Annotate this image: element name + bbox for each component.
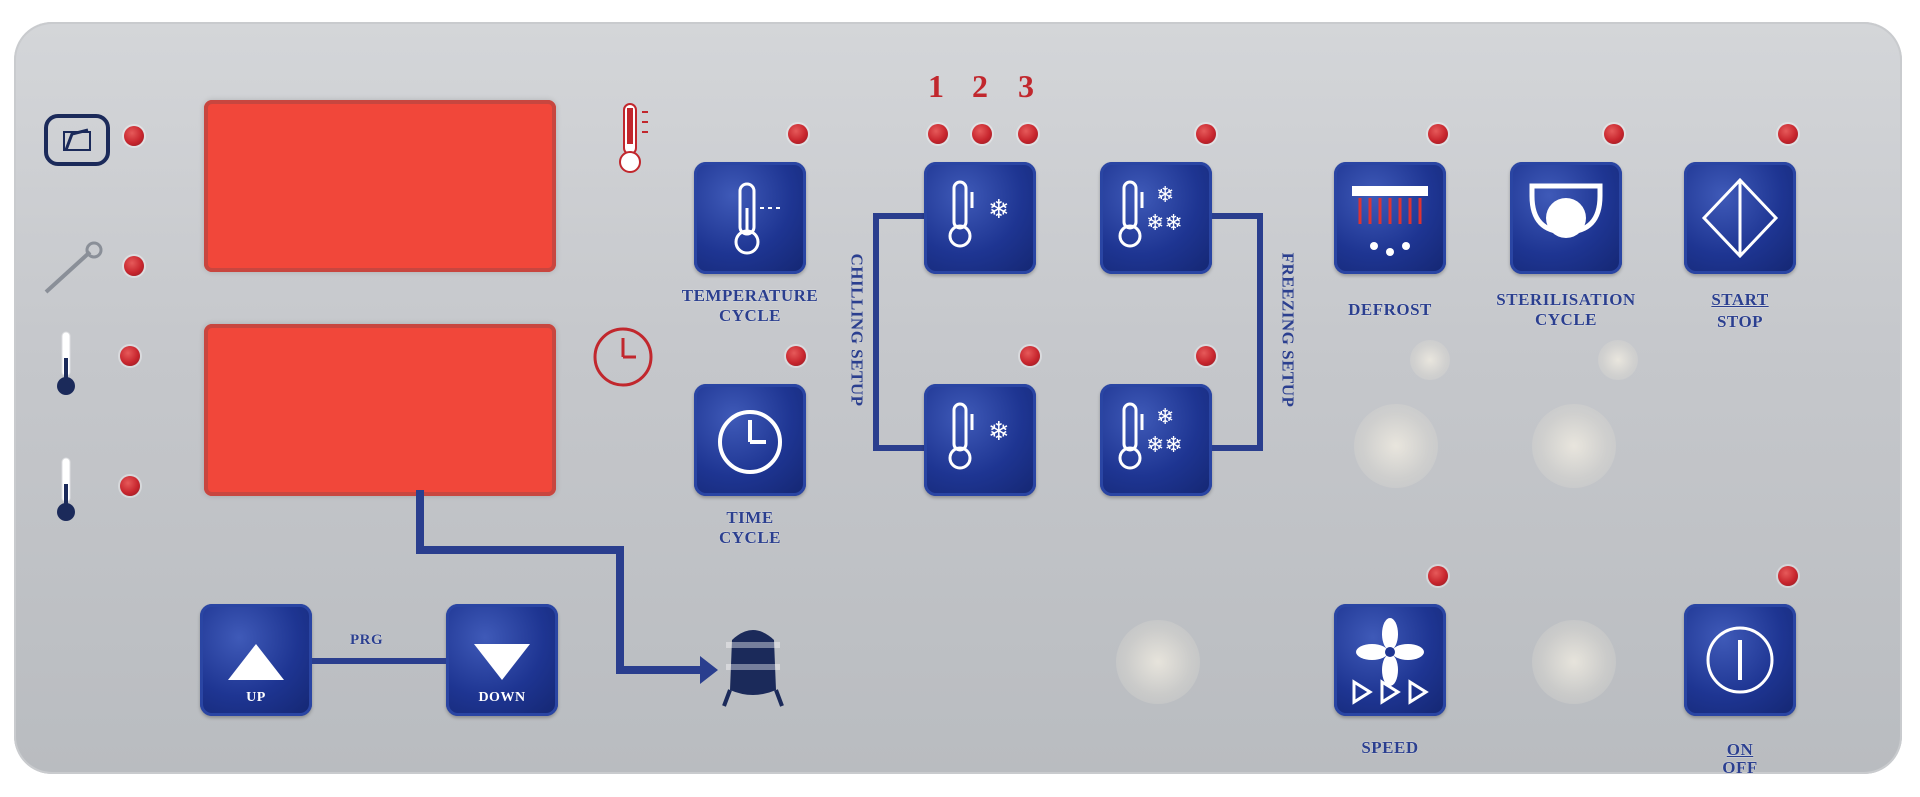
chill-hard-button[interactable]: ❄ bbox=[924, 162, 1036, 274]
freeze-soft-button[interactable]: ❄❄❄ bbox=[1100, 384, 1212, 496]
temperature-cycle-label: TEMPERATURE CYCLE bbox=[681, 286, 819, 325]
defrost-button[interactable] bbox=[1334, 162, 1446, 274]
ghost-circle bbox=[1598, 340, 1638, 380]
down-button[interactable]: DOWN bbox=[446, 604, 558, 716]
thermometer-icon bbox=[54, 456, 78, 526]
svg-text:❄: ❄ bbox=[988, 417, 1010, 447]
prg-label: PRG bbox=[350, 632, 384, 648]
thermometer-icon bbox=[54, 330, 78, 400]
on-off-led bbox=[1778, 566, 1798, 586]
start-stop-led bbox=[1778, 124, 1798, 144]
speed-label: SPEED bbox=[1361, 738, 1419, 757]
chill-soft-button[interactable]: ❄ bbox=[924, 384, 1036, 496]
defrost-led bbox=[1428, 124, 1448, 144]
off-label: OFF bbox=[1722, 758, 1758, 777]
display-connector-line bbox=[416, 490, 718, 684]
svg-text:❄: ❄ bbox=[988, 195, 1010, 225]
down-button-label: DOWN bbox=[478, 690, 526, 705]
freezing-bracket bbox=[1212, 213, 1263, 451]
display-mode-icon bbox=[42, 112, 112, 168]
time-cycle-button[interactable] bbox=[694, 384, 806, 496]
up-button-label: UP bbox=[246, 690, 266, 705]
probe-led bbox=[124, 256, 144, 276]
up-button[interactable]: UP bbox=[200, 604, 312, 716]
chill-soft-led bbox=[1020, 346, 1040, 366]
svg-text:❄❄: ❄❄ bbox=[1146, 211, 1183, 236]
svg-text:❄: ❄ bbox=[1156, 405, 1174, 430]
ghost-circle bbox=[1532, 404, 1616, 488]
time-cycle-led bbox=[786, 346, 806, 366]
freeze-soft-led bbox=[1196, 346, 1216, 366]
ghost-circle bbox=[1116, 620, 1200, 704]
chill-led-2 bbox=[972, 124, 992, 144]
sterilisation-led bbox=[1604, 124, 1624, 144]
svg-text:❄: ❄ bbox=[1156, 183, 1174, 208]
freeze-hard-button[interactable]: ❄❄❄ bbox=[1100, 162, 1212, 274]
clock-icon bbox=[588, 322, 658, 392]
ghost-circle bbox=[1532, 620, 1616, 704]
svg-text:❄❄: ❄❄ bbox=[1146, 433, 1183, 458]
on-off-button[interactable] bbox=[1684, 604, 1796, 716]
sterilisation-button[interactable] bbox=[1510, 162, 1622, 274]
speed-button[interactable] bbox=[1334, 604, 1446, 716]
display-mode-led bbox=[124, 126, 144, 146]
chill-led-3 bbox=[1018, 124, 1038, 144]
defrost-label: DEFROST bbox=[1348, 300, 1432, 319]
on-label: ON bbox=[1726, 740, 1754, 759]
stop-label: STOP bbox=[1716, 312, 1764, 331]
lower-display bbox=[204, 324, 556, 496]
thermo-led-1 bbox=[120, 346, 140, 366]
compressor-icon bbox=[718, 620, 788, 708]
temperature-cycle-button[interactable] bbox=[694, 162, 806, 274]
prg-connector-line bbox=[312, 658, 446, 664]
ghost-circle bbox=[1410, 340, 1450, 380]
time-cycle-label: TIME CYCLE bbox=[718, 508, 781, 547]
start-stop-button[interactable] bbox=[1684, 162, 1796, 274]
chill-led-1 bbox=[928, 124, 948, 144]
chilling-bracket bbox=[873, 213, 924, 451]
start-label: START bbox=[1711, 290, 1769, 309]
upper-display bbox=[204, 100, 556, 272]
probe-icon bbox=[40, 238, 112, 298]
freeze-hard-led bbox=[1196, 124, 1216, 144]
sterilisation-label: STERILISATION CYCLE bbox=[1496, 290, 1636, 329]
chill-mode-number-3: 3 bbox=[1018, 68, 1034, 104]
chilling-setup-label: CHILLING SETUP bbox=[847, 253, 867, 407]
speed-led bbox=[1428, 566, 1448, 586]
chill-mode-number-2: 2 bbox=[972, 68, 988, 104]
ghost-circle bbox=[1354, 404, 1438, 488]
freezing-setup-label: FREEZING SETUP bbox=[1278, 252, 1298, 408]
thermometer-icon bbox=[614, 100, 660, 176]
temperature-cycle-led bbox=[788, 124, 808, 144]
chill-mode-number-1: 1 bbox=[928, 68, 944, 104]
thermo-led-2 bbox=[120, 476, 140, 496]
